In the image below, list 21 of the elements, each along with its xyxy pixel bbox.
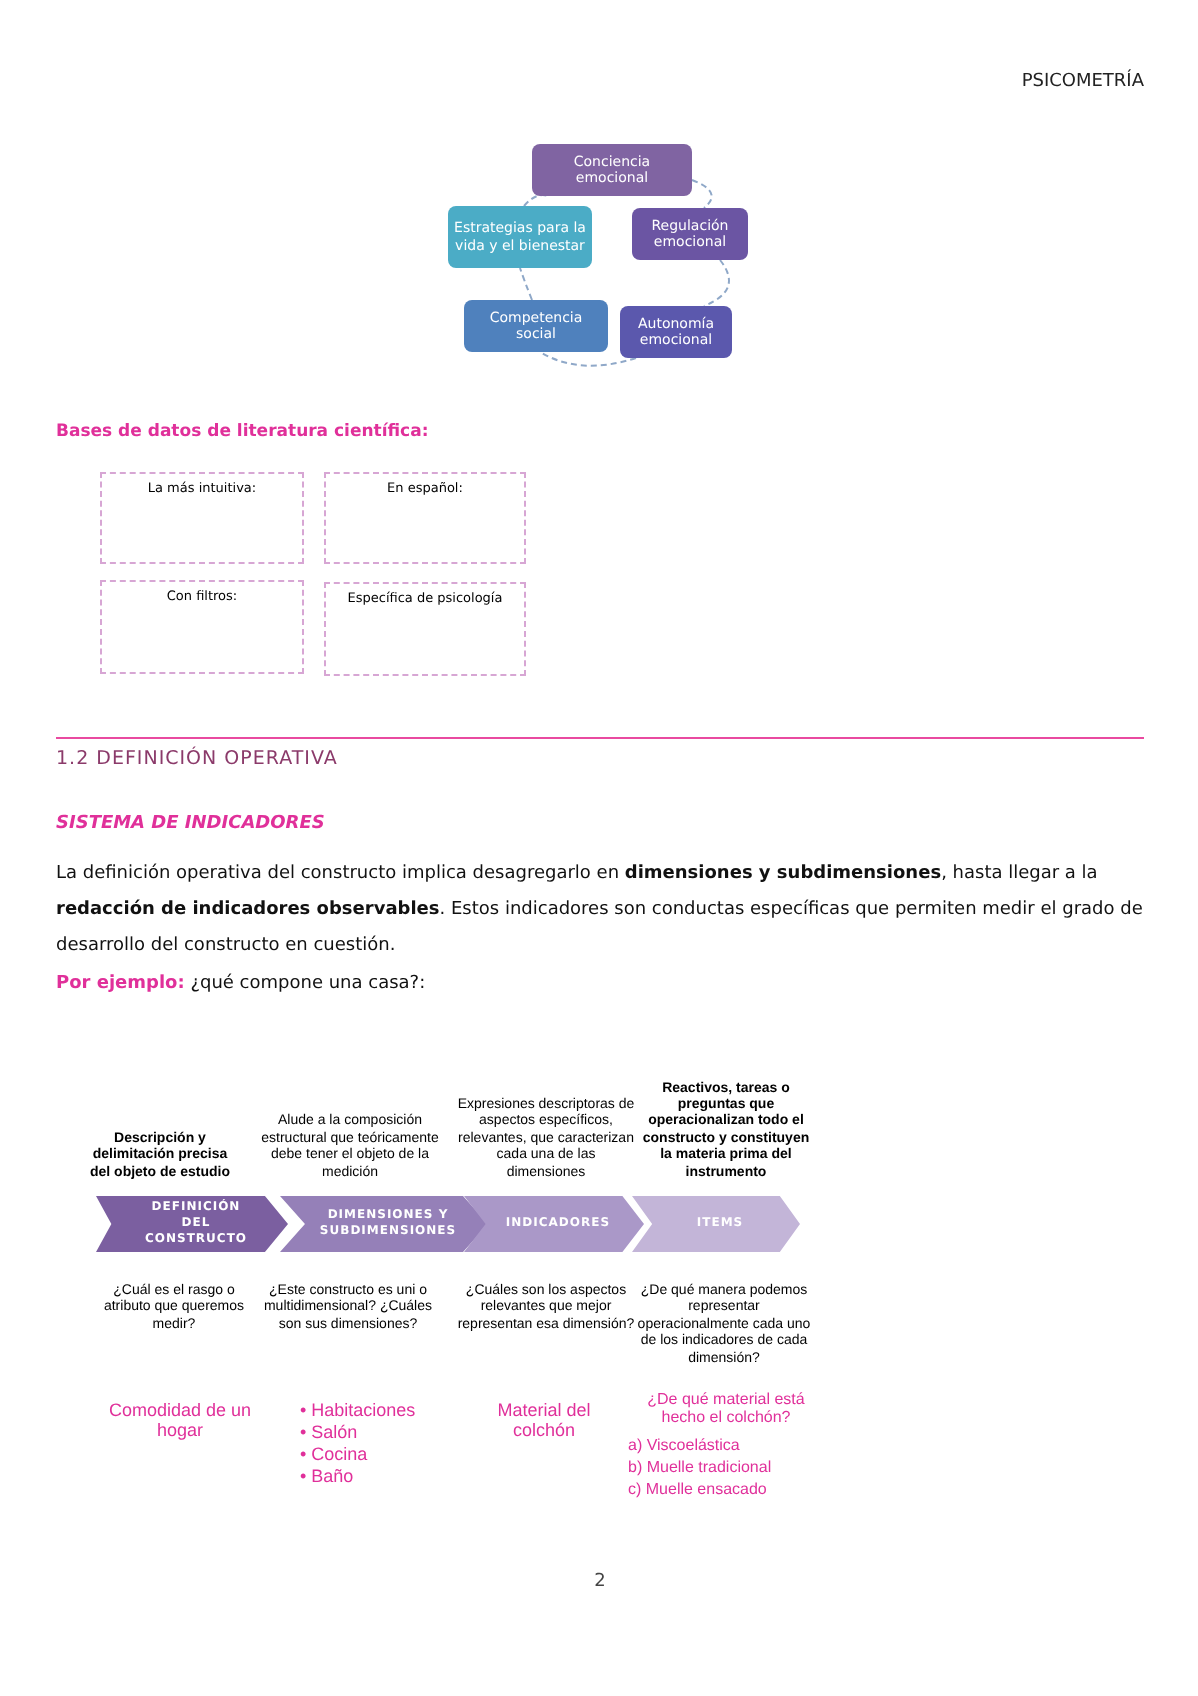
- connector-arc: [519, 267, 533, 301]
- body-paragraph: La definición operativa del constructo implica desagregarlo en dimensiones y subdimensiones, hasta llegar a la redacción de indicadores observables. Estos indicadores son conductas específicas que permiten medir el grado de desarrollo del constructo en cuestión.: [56, 861, 1145, 960]
- section-heading: 1.2 DEFINICIÓN OPERATIVA: [56, 748, 340, 770]
- connector-arc: [691, 179, 713, 209]
- example-text: Comodidad de un hogar: [106, 1400, 254, 1440]
- example-item: • Cocina: [300, 1444, 370, 1464]
- page-number: 2: [592, 1572, 608, 1592]
- subsection-heading: SISTEMA DE INDICADORES: [56, 814, 327, 834]
- section-subtitle: Bases de datos de literatura científica:: [56, 422, 431, 442]
- connector-arc: [539, 351, 637, 367]
- page-header: PSICOMETRÍA: [1019, 72, 1144, 92]
- connector-arc: [703, 259, 730, 307]
- example-item: • Baño: [300, 1466, 356, 1486]
- example-question: ¿De qué material está hecho el colchón?: [645, 1390, 807, 1426]
- example-item: • Habitaciones: [300, 1400, 418, 1420]
- example-option: c) Muelle ensacado: [628, 1480, 828, 1498]
- example-option: b) Muelle tradicional: [628, 1458, 828, 1476]
- example-option: a) Viscoelástica: [628, 1436, 828, 1454]
- example-intro: Por ejemplo: ¿qué compone una casa?:: [56, 974, 428, 994]
- example-item: • Salón: [300, 1422, 360, 1442]
- example-text: Material del colchón: [495, 1400, 593, 1440]
